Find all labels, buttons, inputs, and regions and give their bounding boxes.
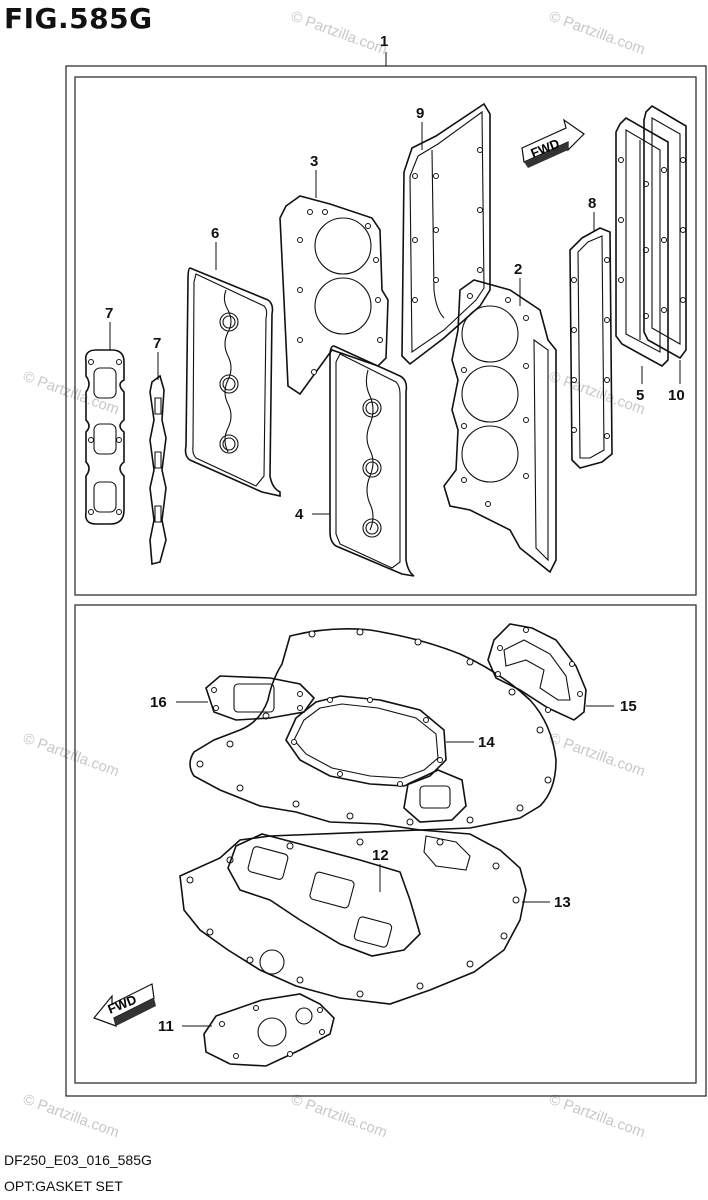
part-12-lower-gasket[interactable] [179, 829, 527, 1005]
lower-panel [74, 604, 697, 1084]
svg-text:15: 15 [620, 698, 637, 715]
watermark: © Partzilla.com [547, 368, 648, 419]
fwd-arrow-top: FWD [521, 118, 585, 168]
svg-text:10: 10 [668, 387, 685, 404]
part-2-head-gasket[interactable] [443, 279, 557, 574]
callout-10[interactable]: 11 [158, 1018, 212, 1035]
upper-panel [74, 76, 697, 596]
part-11-exhaust-gasket[interactable] [643, 104, 687, 360]
callout-16[interactable]: 16 [150, 694, 208, 711]
part-12-crankcase-gasket[interactable] [189, 628, 557, 831]
watermark: © Partzilla.com [289, 8, 390, 59]
part-7-gasket-left[interactable] [84, 349, 125, 525]
part-13-gasket[interactable] [227, 833, 471, 957]
svg-text:9: 9 [416, 105, 424, 122]
watermark: © Partzilla.com [289, 1091, 390, 1142]
diagram-description: OPT:GASKET SET [4, 1178, 123, 1194]
part-14-gasket[interactable] [285, 695, 447, 787]
watermark: © Partzilla.com [21, 368, 122, 419]
figure-title: FIG.585G [4, 2, 153, 35]
callout-9[interactable]: 9 [416, 105, 424, 150]
callout-14[interactable]: 14 [446, 734, 495, 751]
callout-7-left[interactable]: 7 [105, 305, 113, 350]
svg-text:6: 6 [211, 225, 219, 242]
callout-12[interactable]: 13 [522, 894, 571, 911]
part-15-gasket[interactable] [487, 623, 587, 721]
svg-text:7: 7 [105, 305, 113, 322]
watermark: © Partzilla.com [547, 8, 648, 59]
callout-4[interactable]: 4 [295, 506, 330, 523]
part-5-valve-cover-gasket[interactable] [184, 267, 281, 497]
svg-text:8: 8 [588, 195, 596, 212]
svg-text:4: 4 [295, 506, 304, 523]
part-10-gasket[interactable] [203, 993, 335, 1067]
watermark: © Partzilla.com [547, 1091, 648, 1142]
fwd-arrow-bottom: FWD [92, 983, 156, 1027]
svg-text:13: 13 [554, 894, 571, 911]
callout-8[interactable]: 8 [588, 195, 596, 232]
part-16-gasket[interactable] [205, 675, 316, 721]
svg-text:2: 2 [514, 261, 522, 278]
outer-frame [65, 65, 707, 1097]
part-8-gasket[interactable] [569, 227, 613, 469]
svg-text:16: 16 [150, 694, 167, 711]
callout-7-right[interactable]: 7 [153, 335, 161, 380]
svg-text:11: 11 [158, 1018, 174, 1035]
callout-3[interactable]: 3 [310, 153, 318, 198]
svg-text:3: 3 [310, 153, 318, 170]
callout-6[interactable]: 5 [636, 366, 644, 404]
watermark: © Partzilla.com [21, 1091, 122, 1142]
callout-13[interactable]: 12 [372, 847, 389, 892]
watermark: © Partzilla.com [547, 730, 648, 781]
diagram-code: DF250_E03_016_585G [4, 1152, 152, 1168]
svg-text:5: 5 [636, 387, 644, 404]
svg-text:14: 14 [478, 734, 495, 751]
part-7-gasket-right[interactable] [149, 374, 167, 566]
watermark: © Partzilla.com [21, 730, 122, 781]
svg-text:7: 7 [153, 335, 161, 352]
svg-text:1: 1 [380, 33, 388, 50]
part-4-valve-cover-gasket[interactable] [329, 345, 415, 577]
callout-1[interactable]: 1 [380, 33, 388, 66]
part-6-exhaust-gasket[interactable] [615, 117, 669, 367]
part-9-exhaust-gasket[interactable] [401, 102, 491, 366]
callout-15[interactable]: 15 [586, 698, 637, 715]
callout-5[interactable]: 6 [211, 225, 219, 270]
watermark-layer: © Partzilla.com © Partzilla.com © Partzi… [21, 8, 648, 1142]
callout-11[interactable]: 10 [668, 360, 685, 404]
svg-text:12: 12 [372, 847, 389, 864]
part-12-pad [403, 769, 467, 823]
callout-2[interactable]: 2 [514, 261, 522, 306]
part-3-head-gasket[interactable] [279, 195, 389, 396]
